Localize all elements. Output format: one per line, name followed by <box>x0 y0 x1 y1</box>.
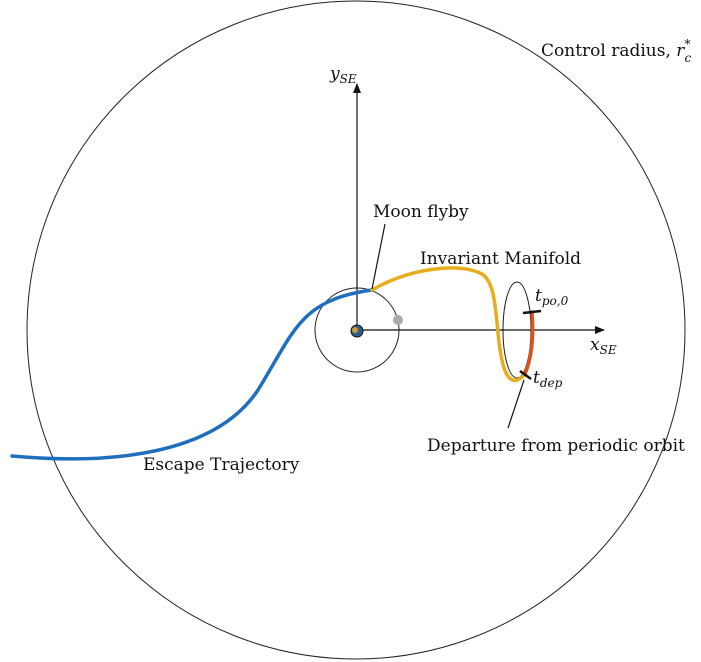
invariant-manifold-label: Invariant Manifold <box>420 249 581 269</box>
departure-leader <box>507 379 525 429</box>
moon-flyby-leader <box>371 223 386 290</box>
t-dep-label: tdep <box>533 368 563 390</box>
moon-marker <box>393 315 403 325</box>
escape-trajectory-curve <box>10 288 374 461</box>
departure-arc <box>523 310 535 376</box>
invariant-manifold-curve <box>370 266 527 383</box>
departure-label: Departure from periodic orbit <box>427 436 685 456</box>
control-radius-label: Control radius, r*c <box>541 37 691 65</box>
t-po-tick <box>522 309 542 315</box>
y-axis-label: ySE <box>329 64 357 86</box>
escape-trajectory-label: Escape Trajectory <box>143 455 300 475</box>
moon-flyby-label: Moon flyby <box>373 202 469 222</box>
x-axis-label: xSE <box>590 335 617 357</box>
earth-highlight <box>352 327 358 333</box>
control-radius-circle <box>26 0 686 660</box>
t-dep-tick <box>519 369 532 381</box>
t-po-label: tpo,0 <box>535 286 569 308</box>
earth-outline <box>350 324 364 338</box>
